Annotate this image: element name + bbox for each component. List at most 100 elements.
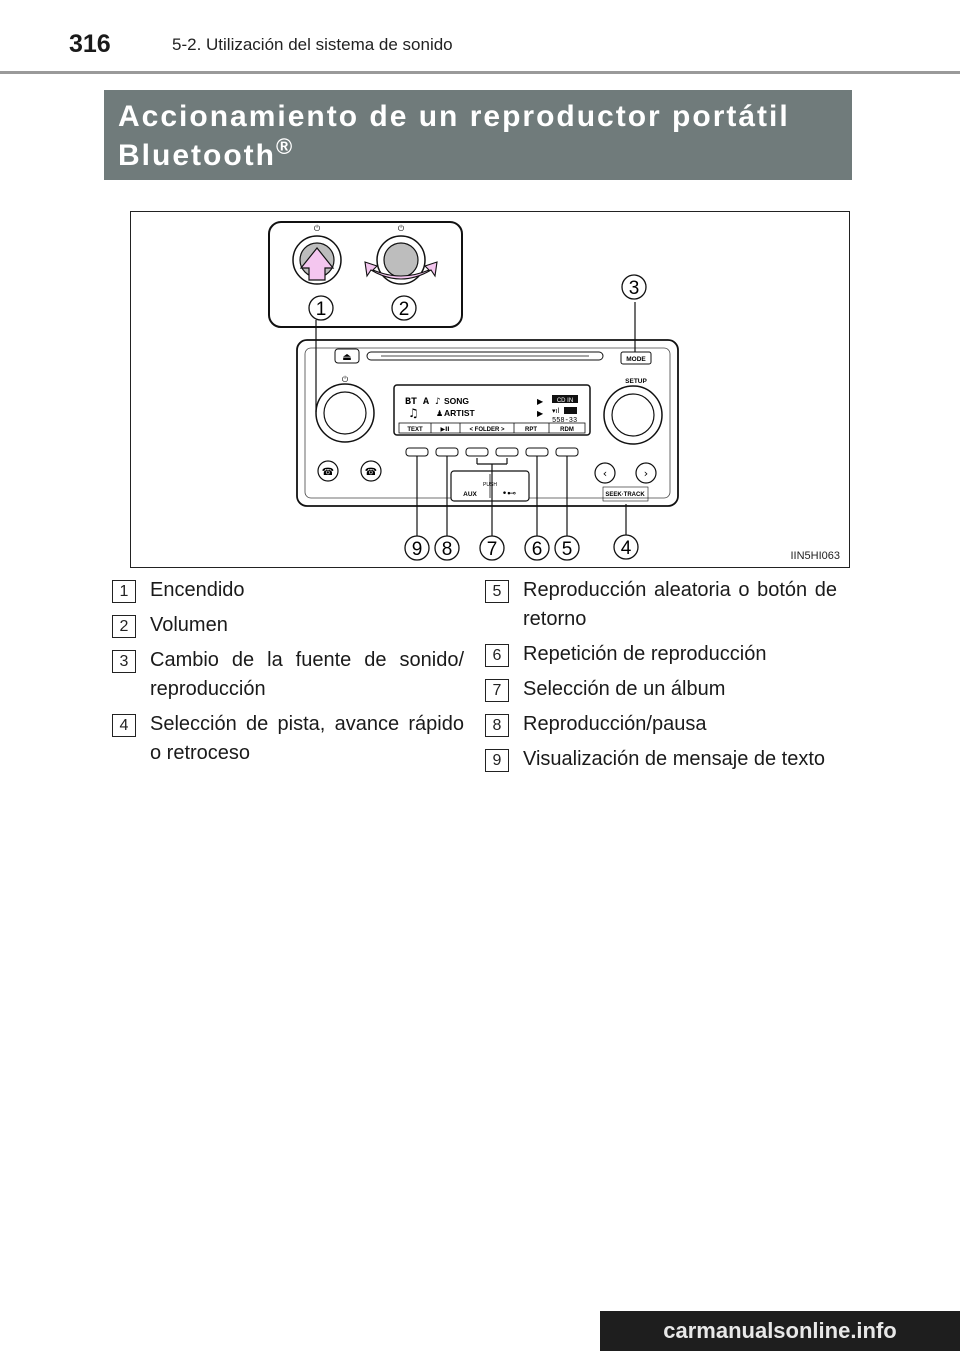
legend-item: 4 Selección de pista, avance rápido o re…: [112, 710, 464, 768]
svg-text:▶: ▶: [537, 397, 544, 406]
callout-6: [524, 535, 550, 561]
svg-text:›: ›: [644, 467, 648, 480]
legend-item: 6 Repetición de reproducción: [485, 640, 837, 669]
seek-back-button: [594, 462, 616, 484]
legend-number: 9: [485, 749, 509, 772]
svg-text:9: 9: [412, 539, 423, 560]
svg-text:AUX: AUX: [463, 491, 477, 498]
legend-text: Reproducción aleatoria o botón de retorn…: [523, 579, 837, 630]
svg-text:SONG: SONG: [444, 396, 469, 406]
svg-text:☎: ☎: [322, 467, 334, 478]
volume-knob-detail: ⏻: [364, 224, 438, 285]
legend-text: Selección de pista, avance rápido o retr…: [150, 713, 464, 764]
eject-icon: ⏏: [342, 352, 351, 363]
callout-5: [554, 535, 580, 561]
legend-text: Selección de un álbum: [523, 678, 726, 700]
legend-text: Volumen: [150, 614, 228, 636]
legend-number: 6: [485, 644, 509, 667]
legend-number: 8: [485, 714, 509, 737]
svg-text:SEEK·TRACK: SEEK·TRACK: [605, 492, 645, 498]
callout-2-inset: [391, 295, 417, 321]
legend-number: 2: [112, 615, 136, 638]
svg-text:♟: ♟: [436, 409, 443, 418]
header-rule: [0, 71, 960, 74]
legend-text: Repetición de reproducción: [523, 643, 767, 665]
svg-text:PUSH: PUSH: [483, 482, 497, 488]
svg-text:MODE: MODE: [626, 356, 646, 363]
svg-text:▶II: ▶II: [440, 426, 449, 433]
callouts-main: 3 9 8 7 6 5 4: [404, 274, 647, 561]
svg-text:7: 7: [487, 539, 498, 560]
page-number: 316: [69, 30, 111, 58]
callout-9: [404, 535, 430, 561]
knob-inset: ⏻ ⏻ 1 2: [268, 221, 463, 328]
svg-text:4: 4: [621, 538, 632, 559]
audio-unit-figure: ⏻ ⏻ 1 2 ⏏: [130, 211, 850, 568]
legend-number: 5: [485, 580, 509, 603]
legend-item: 8 Reproducción/pausa: [485, 710, 837, 739]
svg-text:‹: ‹: [603, 467, 607, 480]
watermark[interactable]: carmanualsonline.info: [600, 1311, 960, 1351]
legend-text: Cambio de la fuente de sonido/ reproducc…: [150, 649, 464, 700]
callout-4: [613, 534, 639, 560]
legend-right-column: 5 Reproducción aleatoria o botón de reto…: [485, 576, 837, 780]
running-head: 5-2. Utilización del sistema de sonido: [172, 35, 453, 54]
svg-text:8: 8: [442, 539, 453, 560]
svg-text:☎: ☎: [365, 467, 377, 478]
svg-text:RPT: RPT: [525, 427, 537, 433]
callout-7: [479, 535, 505, 561]
svg-text:TEXT: TEXT: [407, 427, 423, 433]
callout-3: [621, 274, 647, 300]
display-panel: [393, 384, 591, 436]
phone-on-hook-button: [360, 460, 382, 482]
svg-text:BT A: BT A: [405, 397, 429, 408]
svg-text:< FOLDER >: < FOLDER >: [469, 427, 505, 433]
section-title: Accionamiento de un reproductor portátil…: [118, 97, 838, 175]
registered-mark: ®: [275, 134, 295, 159]
svg-text:▶: ▶: [537, 409, 544, 418]
callout-1-inset: [308, 295, 334, 321]
legend-number: 3: [112, 650, 136, 673]
svg-text:♫: ♫: [408, 406, 419, 420]
svg-text:RDM: RDM: [560, 427, 574, 433]
svg-text:3: 3: [629, 278, 640, 299]
svg-text:♪: ♪: [435, 397, 441, 407]
figure-code: IIN5HI063: [790, 550, 840, 562]
audio-unit-illustration: ⏻ ⏻ 1 2 ⏏: [268, 221, 679, 561]
legend-number: 1: [112, 580, 136, 603]
svg-text:⏻: ⏻: [342, 375, 349, 384]
svg-text:558-33: 558-33: [552, 417, 577, 425]
legend-item: 5 Reproducción aleatoria o botón de reto…: [485, 576, 837, 634]
legend-left-column: 1 Encendido 2 Volumen 3 Cambio de la fue…: [112, 576, 464, 774]
legend-item: 1 Encendido: [112, 576, 464, 605]
legend-text: Reproducción/pausa: [523, 713, 707, 735]
legend-number: 4: [112, 714, 136, 737]
legend-item: 2 Volumen: [112, 611, 464, 640]
callout-8: [434, 535, 460, 561]
section-title-text: Accionamiento de un reproductor portátil…: [118, 100, 790, 172]
phone-off-hook-button: [317, 460, 339, 482]
svg-text:CD IN: CD IN: [557, 398, 573, 404]
power-knob-detail: ⏻: [292, 224, 342, 285]
legend-item: 3 Cambio de la fuente de sonido/ reprodu…: [112, 646, 464, 704]
legend-text: Visualización de mensaje de texto: [523, 748, 826, 770]
section-title-box: Accionamiento de un reproductor portátil…: [104, 90, 852, 180]
mode-button: [620, 351, 652, 365]
callout-2-inset-label: 2: [399, 299, 410, 320]
svg-text:SETUP: SETUP: [625, 378, 647, 385]
legend-text: Encendido: [150, 579, 245, 601]
usb-icon: •⊷: [502, 489, 516, 499]
leader-lines: [315, 302, 636, 538]
svg-text:⏻: ⏻: [398, 224, 405, 233]
callout-1-inset-label: 1: [316, 299, 327, 320]
svg-text:⏻: ⏻: [314, 224, 321, 233]
legend-item: 9 Visualización de mensaje de texto: [485, 745, 837, 774]
svg-text:6: 6: [532, 539, 543, 560]
svg-text:5: 5: [562, 539, 573, 560]
svg-text:▾ıl: ▾ıl: [552, 407, 559, 415]
display-softkeys: TEXT ▶II < FOLDER > RPT RDM: [398, 422, 586, 434]
legend-item: 7 Selección de un álbum: [485, 675, 837, 704]
legend-number: 7: [485, 679, 509, 702]
faceplate: ⏏ MODE ⏻ SETUP BT A ♪ SONG ♫ ♟ ARTIST ▶ …: [296, 339, 679, 507]
svg-text:ARTIST: ARTIST: [444, 408, 476, 418]
